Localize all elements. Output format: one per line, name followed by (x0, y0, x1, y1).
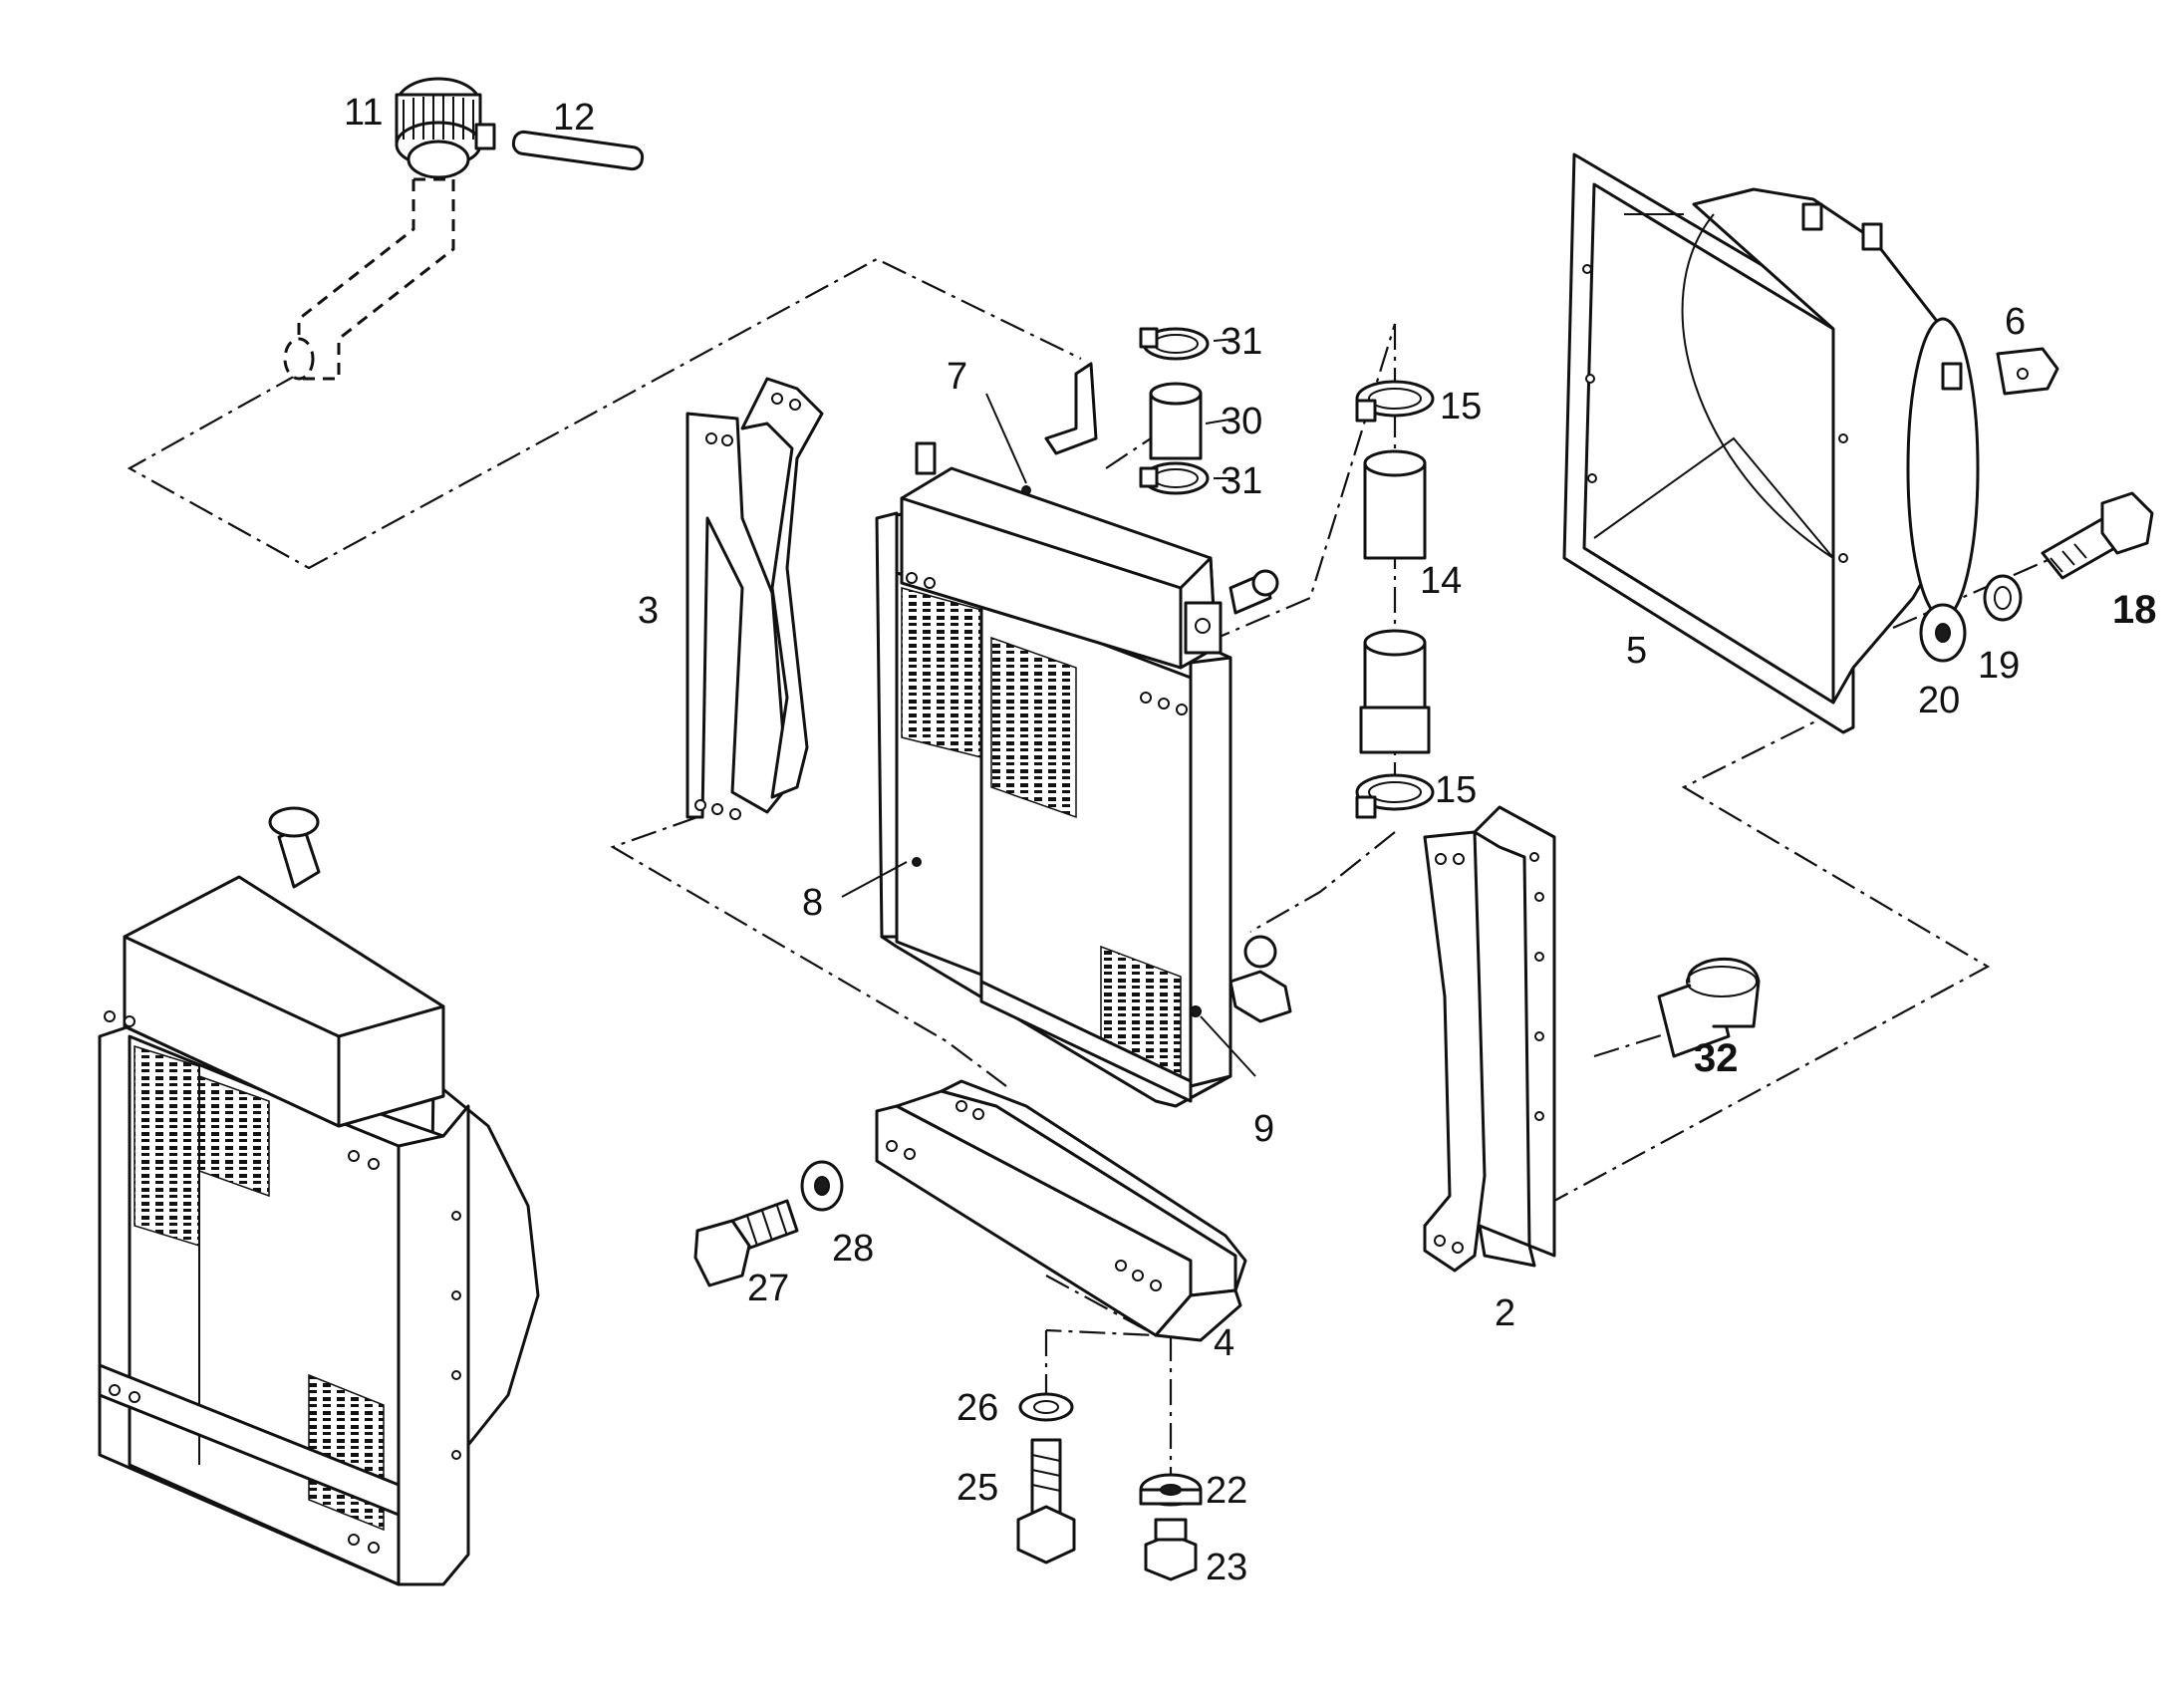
washer-28 (800, 1160, 844, 1212)
washer-26 (1018, 1392, 1074, 1422)
radiator-assembly (875, 362, 1292, 1108)
pin-12 (511, 130, 645, 171)
callout-26: 26 (956, 1387, 998, 1429)
callout-8: 8 (802, 882, 823, 924)
fan-shroud-5 (1562, 152, 1980, 734)
hose-fitting-30 (1149, 382, 1203, 460)
callout-4: 4 (1214, 1322, 1234, 1364)
callout-23: 23 (1206, 1547, 1247, 1588)
clamp-32 (1657, 958, 1761, 1058)
bolt-25 (1016, 1438, 1076, 1564)
hose-clamp-15-lower (1355, 773, 1435, 819)
callout-2: 2 (1495, 1292, 1515, 1334)
callout-28: 28 (832, 1228, 874, 1270)
side-bracket-3 (685, 377, 824, 820)
washer-20 (1919, 603, 1967, 663)
callout-11: 11 (344, 92, 383, 134)
callouts: 11 12 3 7 31 30 31 15 14 15 8 9 5 6 18 1… (344, 92, 2157, 1588)
callout-30: 30 (1221, 401, 1262, 442)
clip-6 (1996, 347, 2059, 396)
bottom-bracket-4 (875, 1079, 1247, 1342)
bolt-27 (693, 1199, 799, 1287)
callout-20: 20 (1918, 680, 1960, 721)
lock-washer-19 (1983, 574, 2023, 622)
hose-14-upper (1363, 449, 1427, 560)
hose-clamp-31-upper (1139, 327, 1210, 361)
callout-5: 5 (1626, 630, 1647, 672)
callout-27: 27 (747, 1268, 789, 1309)
callout-18: 18 (2112, 588, 2157, 632)
callout-31-lower: 31 (1221, 460, 1262, 502)
callout-3: 3 (638, 590, 659, 632)
filler-cap-11 (395, 77, 496, 179)
washer-22 (1139, 1473, 1203, 1507)
leader-lines (127, 257, 2053, 1495)
callout-6: 6 (2005, 301, 2026, 343)
hose-14-lower (1359, 629, 1431, 754)
filler-neck-hose (283, 177, 455, 381)
callout-14: 14 (1420, 560, 1462, 602)
hose-clamp-31-lower (1139, 461, 1210, 495)
nut-23 (1144, 1518, 1198, 1581)
callout-15-upper: 15 (1440, 386, 1482, 427)
callout-32: 32 (1694, 1036, 1739, 1080)
assembled-radiator (98, 806, 540, 1586)
callout-15-lower: 15 (1435, 769, 1477, 811)
side-bracket-2 (1423, 805, 1556, 1273)
hose-clamp-15-upper (1355, 380, 1435, 423)
pointer-lines (841, 338, 1256, 1077)
callout-22: 22 (1206, 1470, 1247, 1512)
callout-25: 25 (956, 1467, 998, 1509)
callout-12: 12 (553, 97, 595, 139)
callout-31-upper: 31 (1221, 321, 1262, 363)
callout-9: 9 (1253, 1108, 1274, 1150)
callout-7: 7 (947, 356, 967, 398)
bolt-18 (2041, 491, 2154, 580)
callout-19: 19 (1978, 645, 2020, 687)
